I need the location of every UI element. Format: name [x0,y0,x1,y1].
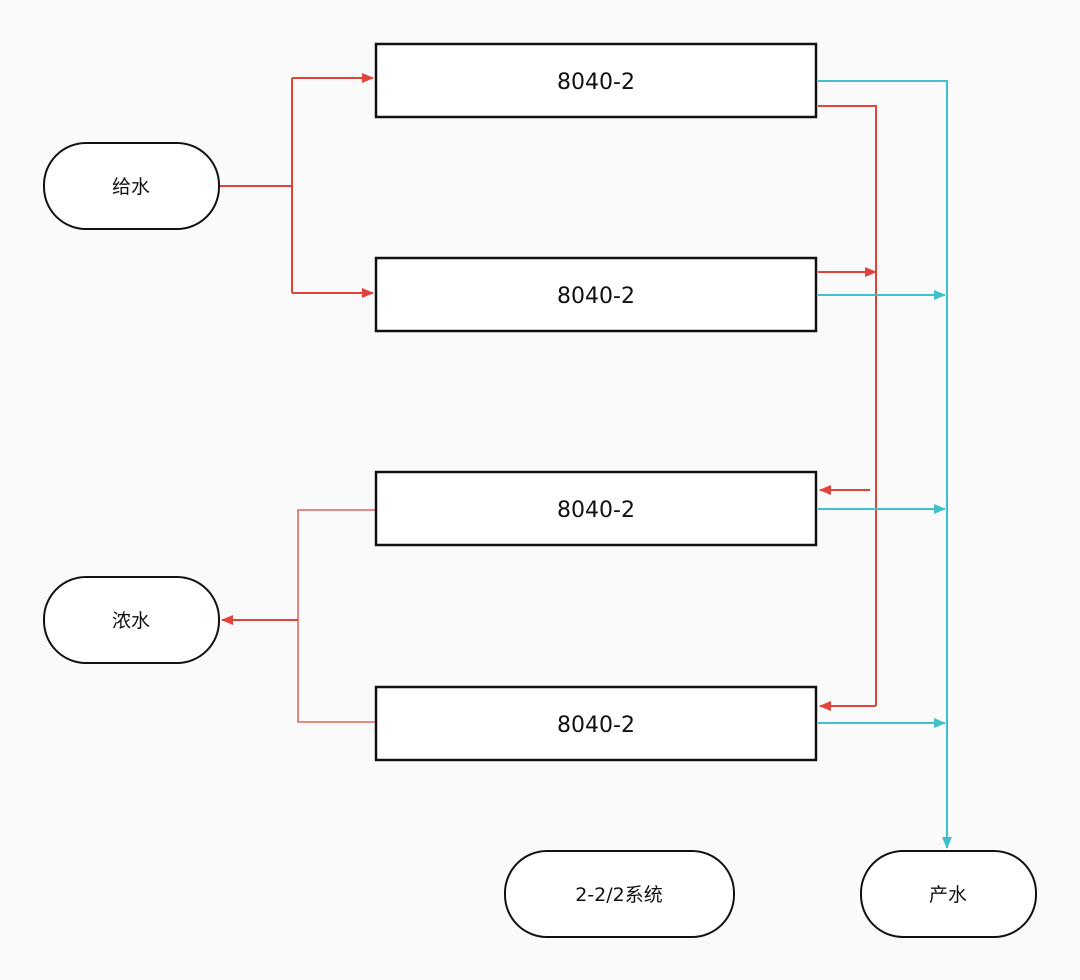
interstage-lines [818,105,877,711]
concentrate-node: 浓水 [43,576,220,664]
membrane-2-label: 8040-2 [557,284,635,309]
membrane-vessel-3: 8040-2 [374,470,818,547]
concentrate-lines [297,509,375,723]
membrane-4-label: 8040-2 [557,713,635,738]
membrane-3-label: 8040-2 [557,498,635,523]
membrane-vessel-4: 8040-2 [374,685,818,762]
system-label: 2-2/2系统 [575,884,663,906]
feed-water-node: 给水 [43,142,220,230]
permeate-collector-line [818,80,952,849]
permeate-label: 产水 [929,884,967,906]
membrane-vessel-2: 8040-2 [374,256,818,333]
feed-water-label: 给水 [112,176,150,198]
permeate-lines [818,80,952,849]
concentrate-label: 浓水 [112,610,150,632]
system-label-node: 2-2/2系统 [504,850,735,938]
interstage-vertical-line [818,105,877,706]
membrane-1-label: 8040-2 [557,70,635,95]
membrane-vessel-1: 8040-2 [374,42,818,119]
permeate-node: 产水 [860,850,1037,938]
feed-lines [219,73,374,298]
membrane-3-concentrate-line [297,509,375,723]
